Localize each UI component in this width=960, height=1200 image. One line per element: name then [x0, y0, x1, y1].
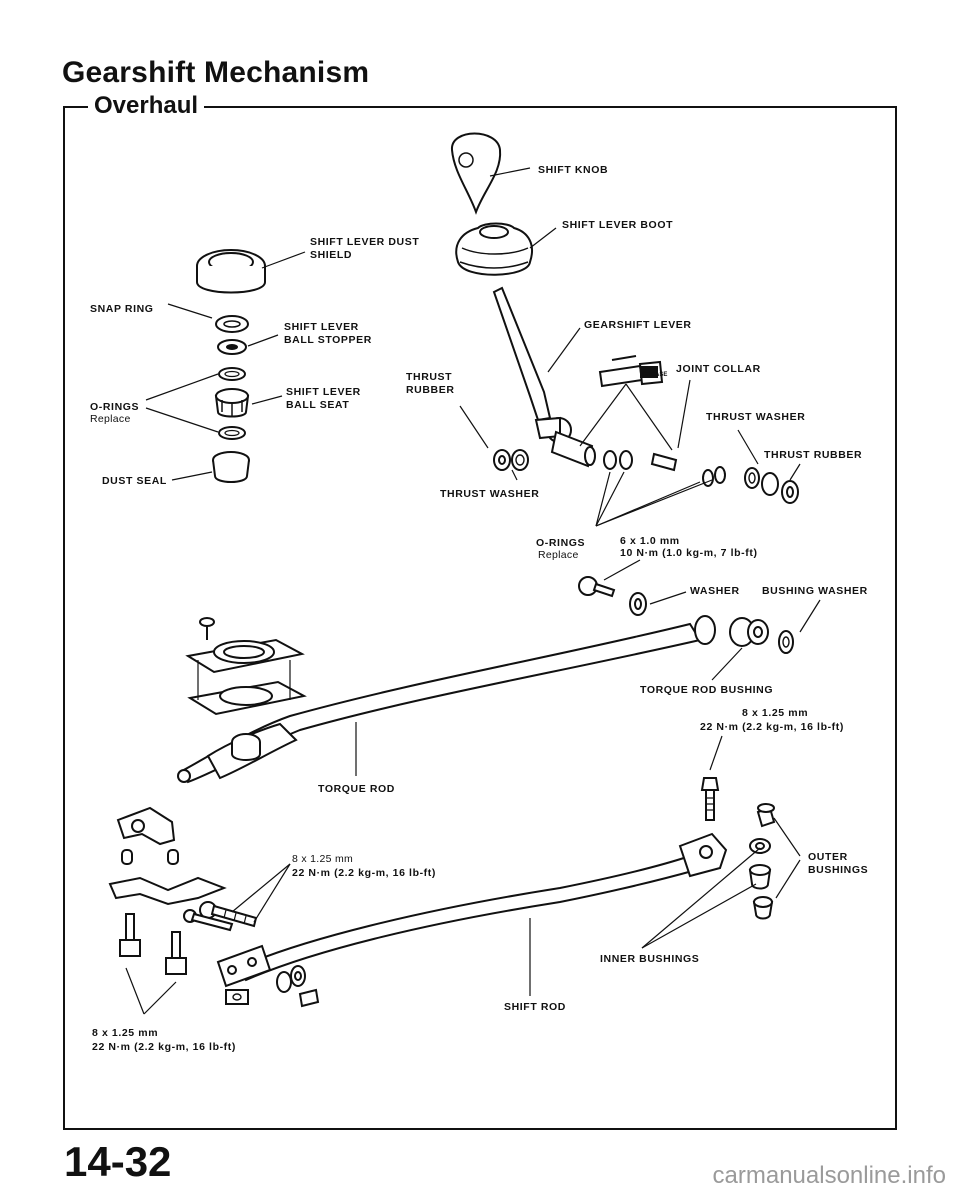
shift-lever-boot-part	[455, 222, 533, 276]
label-spec-6x10-size: 6 x 1.0 mm	[620, 535, 680, 547]
section-subtitle: Overhaul	[88, 92, 205, 120]
gearshift-lever-part	[492, 286, 596, 468]
torque-rod-bushing-part	[729, 617, 769, 647]
label-thrust-rubber-left-2: RUBBER	[406, 384, 455, 396]
watermark-text: carmanualsonline.info	[712, 1162, 946, 1189]
label-dust-seal: DUST SEAL	[102, 475, 167, 487]
ball-stopper-part	[217, 339, 247, 355]
outer-bushing-lower-part	[749, 838, 771, 854]
o-ring-lower-part	[218, 426, 246, 440]
shift-rod-bolt-part	[700, 777, 720, 821]
label-outer-bushings-1: OUTER	[808, 851, 848, 863]
outer-bushing-upper-part	[756, 803, 776, 828]
label-ball-stopper-1: SHIFT LEVER	[284, 321, 359, 333]
snap-ring-part	[215, 315, 249, 333]
label-thrust-washer-left: THRUST WASHER	[440, 488, 539, 500]
inner-bushing-upper-part	[748, 864, 772, 890]
label-spec-right-torque: 22 N·m (2.2 kg-m, 16 lb-ft)	[700, 721, 844, 733]
page-title: Gearshift Mechanism	[62, 56, 370, 89]
bushing-washer-part	[778, 630, 794, 654]
label-spec-bottom-torque: 22 N·m (2.2 kg-m, 16 lb-ft)	[92, 1041, 236, 1053]
label-gearshift-lever: GEARSHIFT LEVER	[584, 319, 692, 331]
mounting-screw-part	[199, 617, 215, 640]
label-spec-6x10-torque: 10 N·m (1.0 kg-m, 7 lb-ft)	[620, 547, 758, 559]
bolt-6mm-part	[578, 576, 616, 598]
torque-rod-part	[177, 615, 716, 784]
label-inner-bushings: INNER BUSHINGS	[600, 953, 699, 965]
extension-bushing-a-part	[121, 849, 133, 865]
shift-knob-part	[450, 132, 502, 215]
label-snap-ring: SNAP RING	[90, 303, 154, 315]
thrust-washer-left-part	[511, 449, 529, 471]
label-washer: WASHER	[690, 585, 740, 597]
label-o-rings-center: O-RINGS	[536, 537, 585, 549]
label-bushing-washer: BUSHING WASHER	[762, 585, 868, 597]
label-joint-collar: JOINT COLLAR	[676, 363, 761, 375]
label-o-rings-left-note: Replace	[90, 413, 131, 425]
label-thrust-rubber-left-1: THRUST	[406, 371, 452, 383]
dust-shield-part	[196, 249, 266, 294]
label-grease: GREASE	[642, 372, 667, 378]
label-spec-mid-size: 8 x 1.25 mm	[292, 853, 353, 865]
label-shift-lever-boot: SHIFT LEVER BOOT	[562, 219, 673, 231]
label-o-rings-center-note: Replace	[538, 549, 579, 561]
label-torque-rod: TORQUE ROD	[318, 783, 395, 795]
mount-bolt-left-part	[119, 913, 141, 957]
extension-stud-part	[183, 909, 234, 932]
joint-collar-part	[598, 355, 664, 388]
shift-rod-washers-part	[276, 965, 320, 1008]
o-ring-center-c-part	[702, 466, 726, 487]
label-dust-shield-2: SHIELD	[310, 249, 352, 261]
diagram-frame	[63, 106, 897, 1130]
label-torque-rod-bushing: TORQUE ROD BUSHING	[640, 684, 773, 696]
label-thrust-rubber-right: THRUST RUBBER	[764, 449, 862, 461]
extension-bracket-part	[116, 806, 176, 846]
label-outer-bushings-2: BUSHINGS	[808, 864, 868, 876]
o-ring-upper-part	[218, 367, 246, 381]
mount-bolt-right-part	[165, 931, 187, 975]
gasket-plate-part	[187, 680, 307, 716]
thrust-rubber-left-part	[493, 449, 511, 471]
label-ball-stopper-2: BALL STOPPER	[284, 334, 372, 346]
label-spec-mid-torque: 22 N·m (2.2 kg-m, 16 lb-ft)	[292, 867, 436, 879]
label-shift-knob: SHIFT KNOB	[538, 164, 608, 176]
o-ring-center-b-part	[619, 450, 633, 470]
label-spec-right-size: 8 x 1.25 mm	[742, 707, 808, 719]
page-number: 14-32	[64, 1138, 172, 1185]
inner-bushing-lower-part	[752, 896, 774, 920]
dust-seal-part	[212, 451, 250, 483]
thrust-washer-right-part	[744, 467, 760, 489]
label-thrust-washer-right: THRUST WASHER	[706, 411, 805, 423]
label-ball-seat-1: SHIFT LEVER	[286, 386, 361, 398]
shift-rod-part	[216, 832, 728, 988]
o-ring-center-a-part	[603, 450, 617, 470]
thrust-rubber-right-part	[761, 472, 799, 504]
joint-pin-part	[650, 452, 678, 472]
ball-seat-part	[214, 388, 250, 418]
extension-bushing-b-part	[167, 849, 179, 865]
label-spec-bottom-size: 8 x 1.25 mm	[92, 1027, 158, 1039]
label-o-rings-left: O-RINGS	[90, 401, 139, 413]
label-ball-seat-2: BALL SEAT	[286, 399, 349, 411]
washer-part	[629, 592, 647, 616]
label-shift-rod: SHIFT ROD	[504, 1001, 566, 1013]
extension-bar-part	[108, 876, 227, 906]
shift-rod-nut-part	[225, 989, 249, 1005]
boot-cover-plate-part	[185, 638, 305, 674]
label-dust-shield-1: SHIFT LEVER DUST	[310, 236, 419, 248]
